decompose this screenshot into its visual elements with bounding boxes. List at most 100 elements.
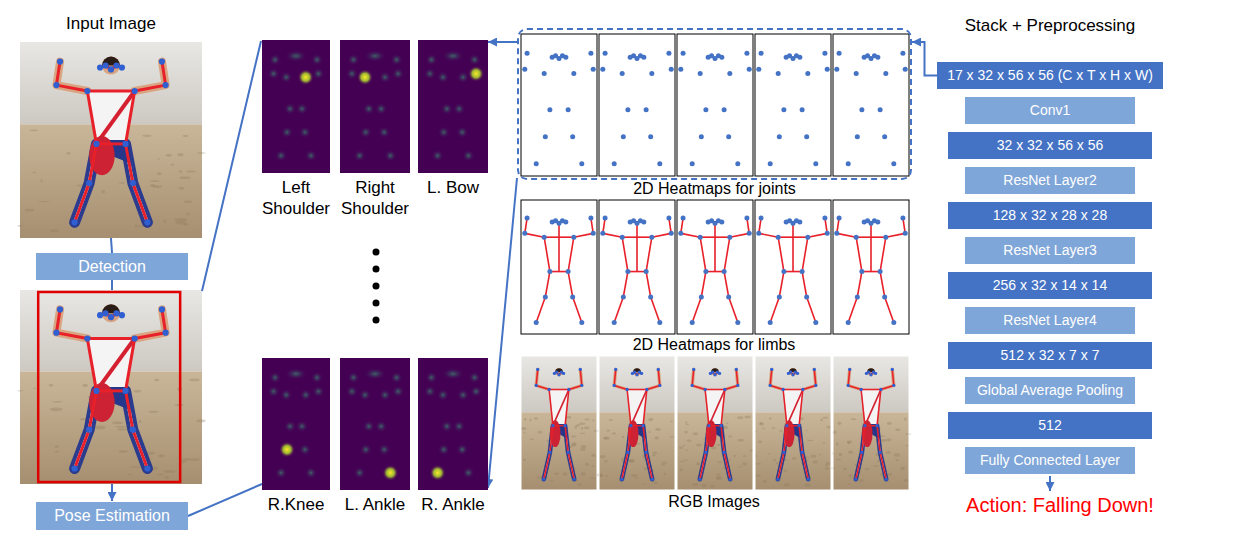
arm	[848, 369, 861, 389]
heatmap-blob	[305, 467, 317, 479]
joint-dot	[669, 67, 674, 72]
sand-speck	[769, 417, 772, 419]
joint-dot	[603, 51, 608, 56]
sand-speck	[835, 459, 841, 461]
skeleton-joint	[132, 335, 138, 341]
photo	[17, 290, 206, 484]
skeleton-joint	[801, 388, 804, 391]
joint-dot	[727, 71, 732, 76]
skeleton-joint	[769, 384, 772, 387]
joint-dot	[875, 219, 880, 224]
photo	[17, 42, 205, 238]
joint-dot	[625, 107, 630, 112]
skeleton-limb	[56, 333, 87, 339]
skeleton-limb	[628, 426, 631, 453]
skeleton-joint	[563, 424, 566, 427]
skeleton-limb	[75, 183, 90, 222]
limb-line	[724, 237, 730, 271]
limb-line	[880, 237, 886, 271]
heatmap-blob	[280, 389, 292, 401]
limb-heatmap-frame	[833, 200, 909, 334]
skeleton-joint	[57, 59, 63, 65]
skeleton-limb	[614, 385, 627, 389]
skeleton-joint	[892, 384, 895, 387]
sand-speck	[592, 419, 594, 421]
heatmap-blob	[470, 385, 482, 397]
limb-line	[730, 233, 749, 237]
skeleton-limb	[783, 389, 803, 391]
sand-speck	[186, 171, 196, 173]
skeleton-joint	[869, 373, 872, 376]
sand-speck	[744, 416, 750, 419]
sand-speck	[716, 474, 720, 476]
joint-dot	[690, 161, 695, 166]
arm	[135, 309, 166, 338]
skeleton-joint	[163, 330, 169, 336]
heatmap-blob	[441, 420, 453, 432]
skeleton-limb	[736, 369, 738, 385]
joint-dot	[525, 51, 530, 56]
skeleton-joint	[626, 451, 629, 454]
skeleton-joint	[93, 141, 99, 147]
sand-speck	[530, 418, 532, 421]
leg-stripe	[622, 426, 631, 480]
joint-dot	[612, 320, 617, 325]
limb-line	[770, 297, 779, 322]
arm	[569, 369, 582, 389]
heading: Stack + Preprocessing	[965, 16, 1136, 36]
box-label: ResNet Layer3	[1003, 242, 1096, 259]
skeleton-limb	[135, 85, 166, 91]
sand-speck	[115, 426, 128, 427]
limb-line	[573, 297, 582, 322]
skeleton-limb	[721, 426, 724, 453]
joint-dot	[657, 320, 662, 325]
skeleton-limb	[787, 425, 799, 427]
skeleton-limb	[803, 385, 816, 389]
sand-speck	[679, 446, 684, 449]
heatmap-blob	[379, 389, 391, 401]
limb-line	[603, 233, 622, 237]
torso	[861, 390, 881, 426]
frame	[755, 200, 831, 334]
joint-dot	[837, 216, 842, 221]
sand-speck	[38, 201, 50, 202]
heatmap-blob	[457, 71, 469, 83]
box-label: 17 x 32 x 56 x 56 (C x T x H x W)	[947, 67, 1153, 84]
skeleton-limb	[784, 426, 787, 453]
joint-dot	[588, 51, 593, 56]
joint-heatmap-frame	[677, 34, 753, 176]
sand-speck	[758, 441, 762, 443]
sand-speck	[32, 172, 36, 173]
arm	[803, 369, 816, 389]
sand-speck	[189, 379, 199, 382]
sash	[96, 91, 134, 144]
heatmap-blob	[363, 420, 375, 432]
limb-line	[856, 237, 862, 271]
sand-speck	[903, 479, 909, 481]
skeleton-limb	[87, 90, 134, 93]
joint-dot	[566, 107, 571, 112]
arm	[647, 369, 660, 389]
skeleton-joint	[551, 424, 554, 427]
skeleton-joint	[535, 384, 538, 387]
leg-stripe	[126, 144, 148, 222]
skeleton-joint	[159, 306, 165, 312]
heatmap-blob	[453, 420, 465, 432]
skeleton-joint	[879, 388, 882, 391]
skeleton-joint	[132, 88, 138, 94]
connector	[488, 178, 517, 488]
joint-dot	[534, 320, 539, 325]
joint-dot	[719, 55, 724, 60]
sand-speck	[784, 483, 790, 486]
heatmap-blob	[384, 150, 396, 162]
skeleton-limb	[700, 452, 706, 479]
heading: Input Image	[66, 14, 156, 34]
joint-dot	[882, 134, 887, 139]
skeleton-limb	[705, 390, 709, 426]
joint-dot	[882, 295, 887, 300]
heatmap-tile: Right Shoulder	[340, 40, 410, 173]
skeleton-joint	[53, 330, 59, 336]
skeleton-joint	[640, 372, 643, 375]
heatmap	[340, 40, 410, 173]
skeleton-joint	[787, 372, 790, 375]
